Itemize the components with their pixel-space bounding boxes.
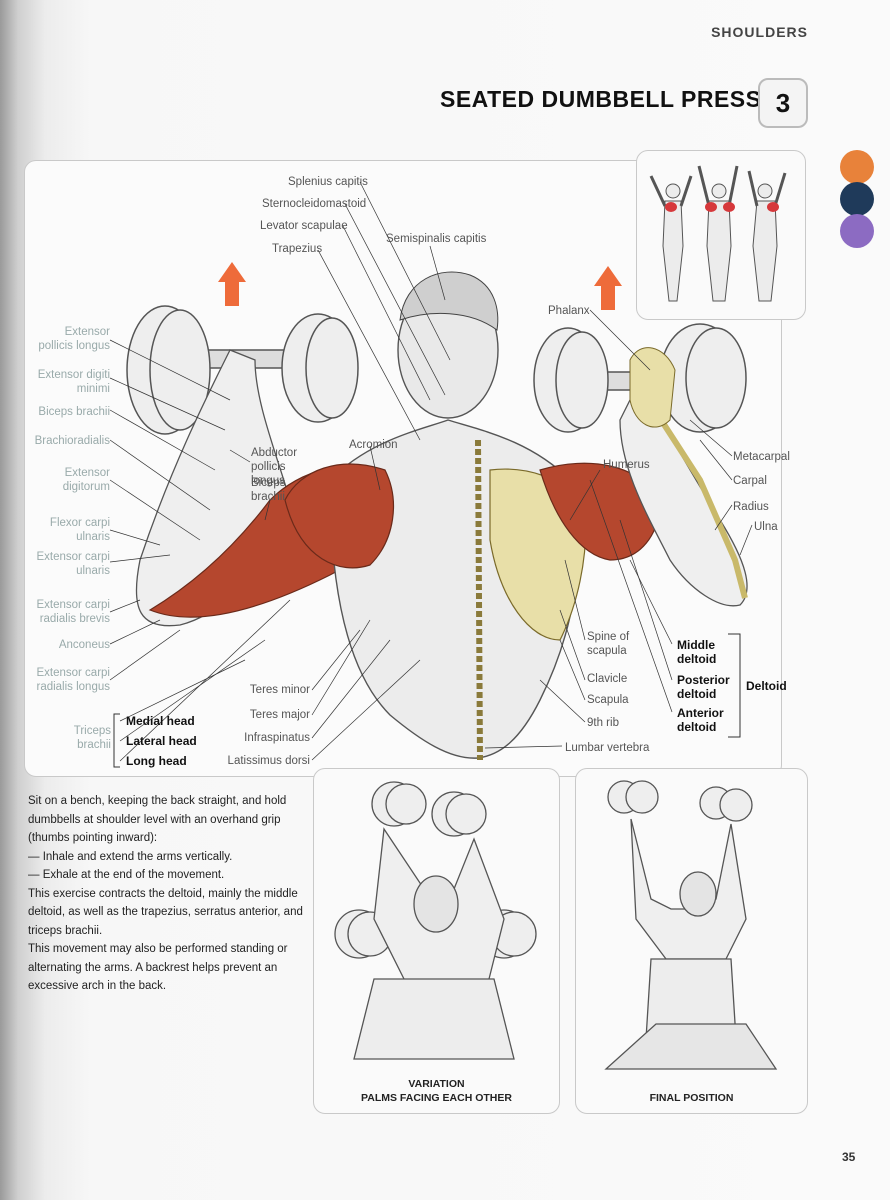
label-lumbar-vertebra: Lumbar vertebra [565, 742, 650, 754]
orange-dot-icon [840, 150, 874, 184]
variation-illustration [334, 781, 537, 1060]
label-acromion: Acromion [349, 439, 398, 451]
label-spine-of-scapula: Spine of scapula [587, 631, 630, 657]
back-torso [284, 419, 661, 761]
label-posterior-deltoid: Posterior deltoid [677, 673, 730, 701]
label-radius: Radius [733, 501, 769, 513]
instruction-4: This exercise contracts the deltoid, mai… [28, 887, 303, 937]
label-semispinalis-capitis: Semispinalis capitis [386, 233, 487, 245]
variation-caption: VARIATION [408, 1078, 465, 1090]
up-arrow-right-icon [594, 266, 622, 310]
instruction-5: This movement may also be performed stan… [28, 943, 288, 992]
right-arm [619, 347, 748, 607]
label-biceps-brachii-left: Biceps brachii [38, 406, 110, 418]
up-arrow-left-icon [218, 262, 246, 306]
navy-dot-icon [840, 182, 874, 216]
label-extensor-digiti-minimi: Extensor digiti minimi [37, 369, 110, 395]
label-lateral-head: Lateral head [126, 734, 197, 748]
label-sternocleidomastoid: Sternocleidomastoid [262, 198, 367, 210]
label-splenius-capitis: Splenius capitis [288, 176, 368, 188]
instructions: Sit on a bench, keeping the back straigh… [28, 792, 303, 996]
label-teres-minor: Teres minor [249, 684, 310, 696]
label-clavicle: Clavicle [587, 673, 628, 685]
label-carpal: Carpal [733, 475, 767, 487]
label-extensor-carpi-radialis-brevis: Extensor carpi radialis brevis [36, 599, 110, 625]
variation-panel: VARIATION PALMS FACING EACH OTHER [313, 768, 560, 1114]
label-metacarpal: Metacarpal [733, 451, 790, 463]
section-label: SHOULDERS [711, 24, 808, 40]
label-biceps-brachii-mid: Biceps brachii [251, 477, 286, 503]
label-phalanx: Phalanx [548, 305, 590, 317]
muscle-highlight-inset [636, 150, 806, 320]
triceps-bracket [113, 713, 120, 768]
label-levator-scapulae: Levator scapulae [260, 220, 348, 232]
label-abductor-pollicis-longus: Abductor pollicis longus [251, 447, 298, 487]
label-humerus: Humerus [603, 459, 650, 471]
page-title: SEATED DUMBBELL PRESSES [440, 86, 794, 112]
left-dumbbell [126, 305, 359, 435]
label-extensor-pollicis-longus: Extensor pollicis longus [38, 326, 110, 352]
label-infraspinatus: Infraspinatus [244, 732, 310, 744]
three-figures-illustration [649, 165, 787, 302]
label-extensor-digitorum: Extensor digitorum [62, 467, 110, 493]
label-anconeus: Anconeus [58, 639, 110, 651]
label-brachioradialis: Brachioradialis [34, 435, 110, 447]
label-teres-major: Teres major [249, 709, 310, 721]
final-position-panel: FINAL POSITION [575, 768, 808, 1114]
label-9th-rib: 9th rib [587, 717, 619, 729]
instruction-1: Sit on a bench, keeping the back straigh… [28, 795, 287, 844]
label-anterior-deltoid: Anterior deltoid [677, 706, 724, 734]
instruction-2: — Inhale and extend the arms vertically. [28, 850, 233, 863]
label-trapezius: Trapezius [272, 243, 323, 255]
label-ulna: Ulna [754, 521, 778, 533]
right-dumbbell [533, 323, 747, 433]
leader-lines [109, 181, 753, 762]
head [397, 271, 499, 419]
label-extensor-carpi-radialis-longus: Extensor carpi radialis longus [36, 667, 110, 693]
deltoid-bracket [728, 633, 741, 738]
final-position-caption: FINAL POSITION [649, 1092, 734, 1104]
page-number: 35 [842, 1150, 856, 1164]
label-long-head: Long head [126, 754, 187, 768]
instruction-3: — Exhale at the end of the movement. [28, 869, 225, 881]
label-triceps-brachii: Triceps brachii [73, 725, 111, 751]
label-extensor-carpi-ulnaris: Extensor carpi ulnaris [36, 551, 110, 577]
label-latissimus-dorsi: Latissimus dorsi [227, 755, 310, 767]
variation-subcaption: PALMS FACING EACH OTHER [361, 1092, 512, 1104]
label-scapula: Scapula [587, 694, 629, 706]
label-middle-deltoid: Middle deltoid [677, 638, 717, 666]
label-deltoid: Deltoid [746, 679, 787, 693]
label-flexor-carpi-ulnaris: Flexor carpi ulnaris [49, 517, 110, 543]
exercise-number: 3 [758, 78, 808, 128]
final-position-illustration [604, 780, 778, 1070]
label-medial-head: Medial head [126, 714, 195, 728]
purple-dot-icon [840, 214, 874, 248]
